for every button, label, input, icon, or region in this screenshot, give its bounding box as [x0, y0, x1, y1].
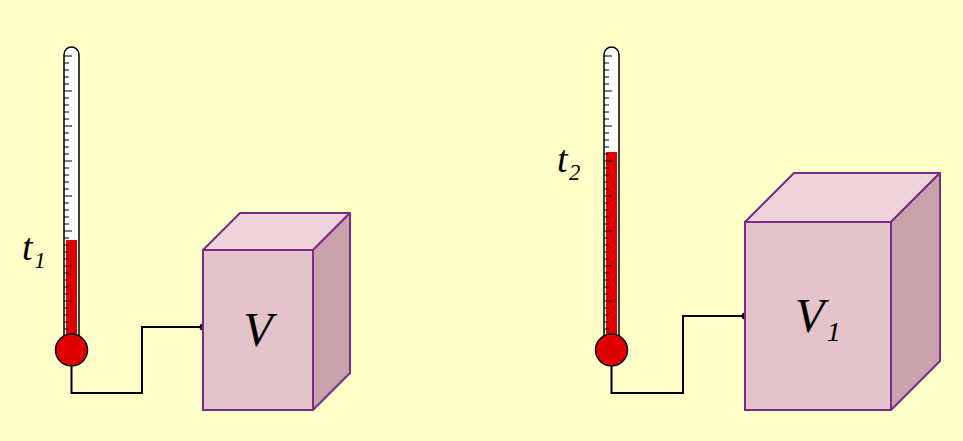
- tick-mark: [604, 189, 609, 190]
- tick-mark: [604, 315, 609, 316]
- cube-outline: [745, 173, 940, 410]
- tick-mark: [64, 308, 69, 309]
- tick-mark: [64, 112, 69, 113]
- tick-mark: [64, 154, 69, 155]
- tick-mark: [64, 196, 72, 197]
- cube-side: [313, 213, 350, 410]
- tick-mark: [604, 196, 612, 197]
- tick-mark: [604, 329, 609, 330]
- tick-mark: [64, 189, 69, 190]
- tick-mark: [64, 210, 69, 211]
- tick-mark: [604, 77, 609, 78]
- tick-mark: [64, 105, 69, 106]
- tick-mark: [64, 182, 69, 183]
- tick-mark: [64, 266, 72, 267]
- tick-mark: [64, 133, 69, 134]
- tick-mark: [64, 56, 72, 57]
- tick-mark: [604, 224, 609, 225]
- tick-mark: [64, 203, 69, 204]
- tick-mark: [604, 203, 609, 204]
- tick-mark: [604, 238, 609, 239]
- tick-mark: [604, 126, 612, 127]
- tick-mark: [604, 154, 609, 155]
- tick-mark: [604, 308, 609, 309]
- tick-mark: [604, 231, 612, 232]
- temperature-label: t₁: [22, 228, 46, 266]
- tick-mark: [64, 224, 69, 225]
- tick-mark: [604, 301, 612, 302]
- cube-front: [203, 250, 313, 410]
- tick-mark: [64, 91, 72, 92]
- tick-mark: [604, 70, 609, 71]
- wire: [612, 316, 746, 393]
- tick-mark: [604, 147, 609, 148]
- tick-mark: [64, 63, 69, 64]
- tick-mark: [604, 280, 609, 281]
- tick-mark: [64, 126, 72, 127]
- tick-mark: [64, 140, 69, 141]
- tick-mark: [604, 182, 609, 183]
- tick-mark: [64, 231, 72, 232]
- tick-mark: [64, 217, 69, 218]
- tick-mark: [604, 119, 609, 120]
- tick-mark: [604, 287, 609, 288]
- tick-mark: [604, 161, 612, 162]
- tick-mark: [604, 112, 609, 113]
- tick-mark: [604, 245, 609, 246]
- thermometer: [596, 47, 628, 366]
- tick-mark: [64, 287, 69, 288]
- tick-mark: [604, 175, 609, 176]
- tick-mark: [604, 105, 609, 106]
- tick-mark: [64, 301, 72, 302]
- tick-mark: [604, 56, 612, 57]
- tick-mark: [64, 280, 69, 281]
- tick-mark: [64, 315, 69, 316]
- tick-mark: [604, 273, 609, 274]
- tick-mark: [604, 84, 609, 85]
- tick-mark: [604, 98, 609, 99]
- tick-mark: [604, 259, 609, 260]
- tick-mark: [64, 147, 69, 148]
- volume-label: V: [243, 306, 272, 354]
- thermometer: [56, 47, 88, 366]
- cube-side: [891, 173, 940, 410]
- cube-box: V: [203, 213, 350, 410]
- tick-mark: [604, 63, 609, 64]
- tick-mark: [64, 175, 69, 176]
- tick-mark: [64, 119, 69, 120]
- tick-mark: [64, 77, 69, 78]
- tick-mark: [604, 252, 609, 253]
- tick-mark: [64, 70, 69, 71]
- temperature-label: t₂: [557, 140, 581, 178]
- tick-mark: [64, 329, 69, 330]
- tick-mark: [64, 98, 69, 99]
- tick-mark: [64, 322, 69, 323]
- tick-mark: [604, 210, 609, 211]
- tick-mark: [604, 91, 612, 92]
- tick-mark: [64, 273, 69, 274]
- tick-mark: [64, 252, 69, 253]
- cube-outline: [203, 213, 350, 410]
- tick-mark: [604, 168, 609, 169]
- tick-mark: [64, 245, 69, 246]
- tick-mark: [64, 161, 72, 162]
- cube-box: V₁: [745, 173, 940, 410]
- tick-mark: [604, 140, 609, 141]
- tick-mark: [64, 84, 69, 85]
- tick-mark: [64, 238, 69, 239]
- tick-mark: [64, 294, 69, 295]
- volume-label: V₁: [795, 292, 841, 340]
- tick-mark: [604, 294, 609, 295]
- cube-front: [745, 222, 891, 410]
- tick-mark: [604, 322, 609, 323]
- tick-mark: [604, 133, 609, 134]
- tick-mark: [604, 266, 612, 267]
- wire: [72, 327, 204, 393]
- tick-mark: [64, 259, 69, 260]
- tick-mark: [64, 168, 69, 169]
- tick-mark: [604, 217, 609, 218]
